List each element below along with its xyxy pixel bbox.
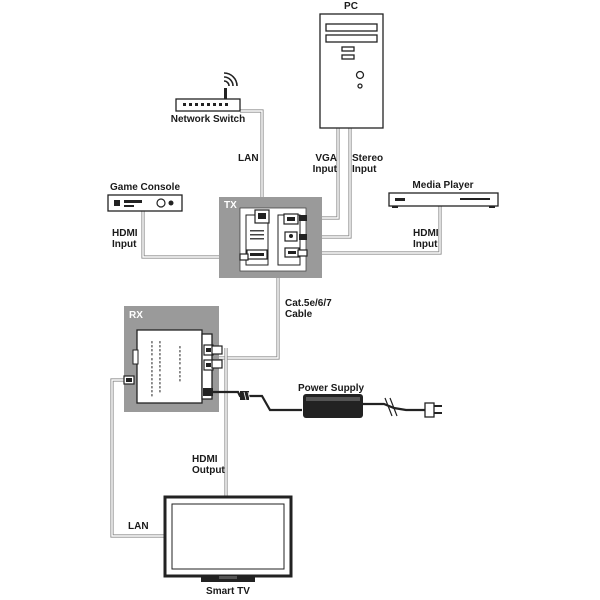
wifi-signal-icon xyxy=(223,72,238,87)
rx-device-print: ▮▮▮▮ ▮▮▮▮▮▮▮▮▮▮ xyxy=(150,340,154,397)
stereo-input-label: Stereo Input xyxy=(352,153,384,175)
power-supply xyxy=(213,390,425,418)
network-switch xyxy=(175,88,241,112)
tx-label: TX xyxy=(224,200,237,211)
rx-label: RX xyxy=(129,310,143,321)
pc-tower xyxy=(319,13,384,129)
smart-tv xyxy=(163,495,293,582)
network-switch-label: Network Switch xyxy=(170,114,246,125)
hdmi-input-right-label: HDMI Input xyxy=(413,228,439,250)
hdmi-output-label: HDMI Output xyxy=(192,454,225,476)
rx-receiver xyxy=(123,306,223,412)
game-console xyxy=(107,194,183,212)
media-player xyxy=(388,192,499,208)
rx-device-print-2: ▮▮▮▮▮▮▮▮ ▮▮▮▮▮ xyxy=(158,340,162,393)
power-plug-icon xyxy=(424,402,442,418)
pc-label: PC xyxy=(344,1,358,12)
power-supply-label: Power Supply xyxy=(298,383,365,394)
cat-cable xyxy=(214,278,280,360)
media-player-label: Media Player xyxy=(412,180,474,191)
lan-bottom-label: LAN xyxy=(128,521,149,532)
vga-input-label: VGA Input xyxy=(312,153,337,175)
hdmi-input-left-label: HDMI Input xyxy=(112,228,138,250)
game-console-label: Game Console xyxy=(109,182,181,193)
wires xyxy=(110,109,442,538)
cable-label: Cat.5e/6/7 Cable xyxy=(285,298,332,320)
lan-top-label: LAN xyxy=(238,153,259,164)
rx-device-print-3: ▮▮▮▮▮ ▮▮▮▮ xyxy=(178,345,182,382)
tx-wall-plate xyxy=(219,197,322,278)
smart-tv-label: Smart TV xyxy=(206,586,250,597)
